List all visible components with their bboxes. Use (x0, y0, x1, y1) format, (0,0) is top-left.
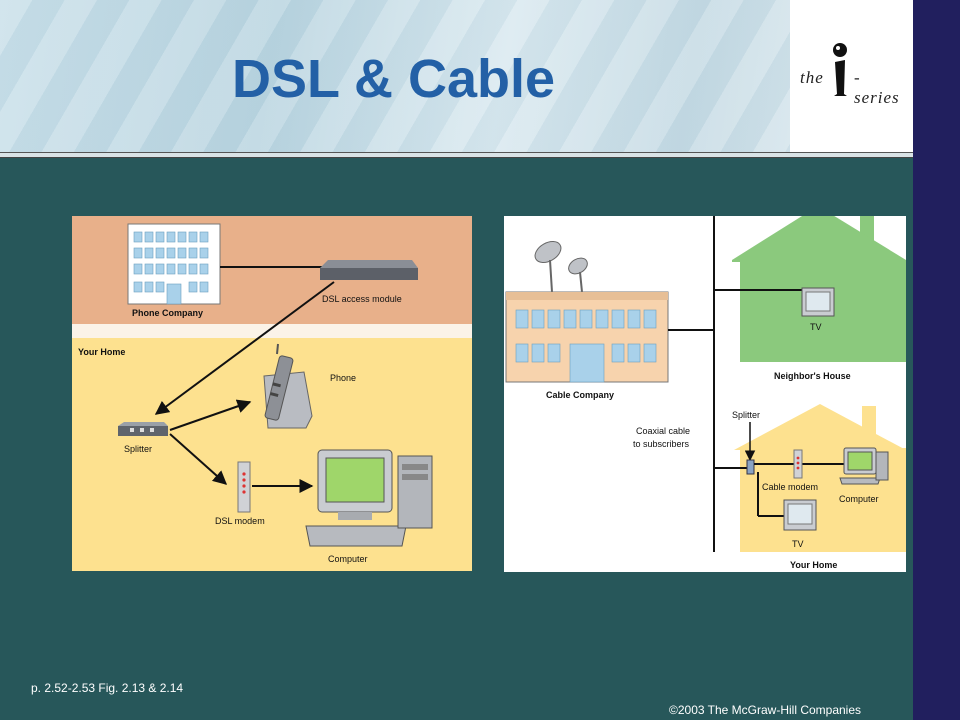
label-your-home: Your Home (78, 347, 125, 357)
label-cable-modem: Cable modem (762, 482, 818, 492)
logo-i-icon (833, 43, 847, 96)
label-cable-company: Cable Company (546, 390, 614, 400)
cable-company-building-icon (505, 291, 669, 383)
label-coax-line2: to subscribers (633, 439, 690, 449)
dsl-access-module-icon (320, 260, 418, 280)
computer-icon (305, 449, 433, 547)
cordless-phone-icon (263, 343, 313, 429)
figure-reference: p. 2.52-2.53 Fig. 2.13 & 2.14 (31, 681, 184, 695)
label-tv-home: TV (792, 539, 804, 549)
phone-company-building-icon (127, 223, 221, 305)
dsl-line-arrow (154, 281, 335, 415)
copyright-notice: ©2003 The McGraw-Hill Companies (669, 703, 862, 717)
title-divider (0, 152, 913, 158)
logo-prefix: the (800, 68, 824, 87)
slide-title: DSL & Cable (232, 49, 556, 109)
home-zone (72, 338, 472, 571)
right-sidebar-bar (913, 0, 960, 720)
dsl-modem-icon (237, 461, 251, 513)
header-texture (0, 0, 790, 153)
label-dsl-access-module: DSL access module (322, 294, 402, 304)
arrow-to-phone (169, 399, 252, 431)
home-computer-icon (839, 447, 889, 485)
label-phone-company: Phone Company (132, 308, 203, 318)
label-computer: Computer (839, 494, 879, 504)
label-your-home: Your Home (790, 560, 837, 570)
label-splitter: Splitter (732, 410, 760, 420)
logo-suffix: -series (854, 68, 900, 107)
label-dsl-modem: DSL modem (215, 516, 265, 526)
zone-gap (72, 324, 472, 338)
home-tv-icon (783, 499, 817, 531)
header-band (0, 0, 913, 153)
label-coax-line1: Coaxial cable (636, 426, 690, 436)
neighbor-tv-icon (801, 287, 835, 317)
cable-splitter-icon (746, 459, 755, 475)
satellite-dish-icon (534, 241, 588, 293)
splitter-icon (118, 422, 168, 436)
dsl-diagram: Phone Company DSL access module Your Hom… (72, 216, 472, 571)
arrow-to-dsl-modem (169, 433, 228, 485)
label-tv-neighbor: TV (810, 322, 822, 332)
cable-diagram-svg: Cable Company Coaxial cable to subscribe… (504, 206, 906, 572)
label-neighbors-house: Neighbor's House (774, 371, 851, 381)
cable-modem-icon (793, 449, 803, 479)
label-phone: Phone (330, 373, 356, 383)
series-logo (790, 0, 913, 153)
cable-diagram: Cable Company Coaxial cable to subscribe… (504, 206, 906, 572)
label-splitter: Splitter (124, 444, 152, 454)
dsl-diagram-svg: Phone Company DSL access module Your Hom… (72, 216, 472, 571)
label-computer: Computer (328, 554, 368, 564)
